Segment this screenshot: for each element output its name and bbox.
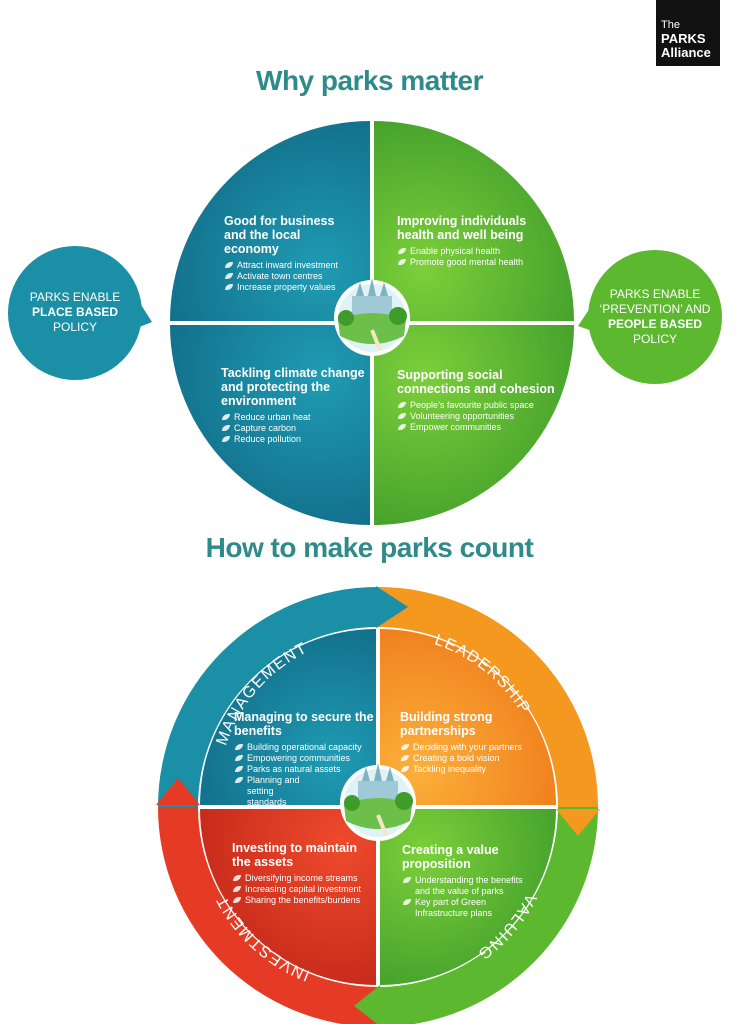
top-heading: Why parks matter xyxy=(256,65,483,96)
quadrant-title: Supporting social connections and cohesi… xyxy=(397,368,555,396)
list-item: Understanding the benefits and the value… xyxy=(402,875,530,897)
list-item: People’s favourite public space xyxy=(397,400,557,411)
quadrant-partnerships xyxy=(380,629,556,805)
list-item: Promote good mental health xyxy=(397,257,532,268)
list-item: Tackling inequality xyxy=(400,764,540,775)
top-quadrant-business: Good for business and the local economy … xyxy=(224,214,354,293)
list-item: Enable physical health xyxy=(397,246,532,257)
left-bubble-line-2: PLACE BASED xyxy=(31,305,118,319)
list-item: Empower communities xyxy=(397,422,557,433)
right-bubble-line-1: PARKS ENABLE xyxy=(609,287,701,301)
left-bubble-line-1: PARKS ENABLE xyxy=(29,290,121,304)
arrow-head-valuing xyxy=(354,985,380,1024)
list-item: Parks as natural assets xyxy=(234,764,374,775)
quadrant-health xyxy=(374,121,574,321)
list-item: Reduce urban heat xyxy=(221,412,366,423)
logo-line-1: The xyxy=(661,19,680,31)
list-item: Activate town centres xyxy=(224,271,354,282)
list-item: Reduce pollution xyxy=(221,434,366,445)
top-quadrant-health: Improving individuals health and well be… xyxy=(397,214,532,268)
arrow-head-leadership xyxy=(556,809,600,836)
quadrant-climate xyxy=(170,325,370,525)
left-bubble-text: PARKS ENABLE PLACE BASED POLICY xyxy=(20,290,130,335)
right-bubble-text: PARKS ENABLE ‘PREVENTION’ AND PEOPLE BAS… xyxy=(597,287,713,347)
bottom-quadrant-investing: Investing to maintain the assets Diversi… xyxy=(232,841,372,906)
top-quadrant-social: Supporting social connections and cohesi… xyxy=(397,368,557,433)
quadrant-managing xyxy=(200,629,376,805)
parks-alliance-logo: The PARKS Alliance xyxy=(656,0,720,66)
right-speech-bubble xyxy=(578,250,722,384)
bottom-quadrant-value: Creating a value proposition Understandi… xyxy=(402,843,534,919)
list-item: Volunteering opportunities xyxy=(397,411,557,422)
park-illustration-icon xyxy=(334,278,410,356)
arrow-head-investment xyxy=(156,778,200,805)
list-item: Diversifying income streams xyxy=(232,873,372,884)
left-bubble-line-3: POLICY xyxy=(52,320,97,334)
quadrant-title: Building strong partnerships xyxy=(400,710,493,738)
logo-line-2: PARKS xyxy=(661,31,706,46)
right-bubble-line-3: PEOPLE BASED xyxy=(607,317,703,331)
top-circle xyxy=(170,121,574,525)
left-speech-bubble xyxy=(8,246,152,380)
list-item: Increasing capital investment xyxy=(232,884,372,895)
list-item: Empowering communities xyxy=(234,753,374,764)
top-quadrant-climate: Tackling climate change and protecting t… xyxy=(221,366,366,445)
quadrant-investing xyxy=(200,809,376,985)
list-item: Key part of Green Infrastructure plans xyxy=(402,897,510,919)
bottom-circle xyxy=(156,586,600,1024)
logo-line-3: Alliance xyxy=(661,45,711,60)
quadrant-title: Improving individuals health and well be… xyxy=(397,214,527,242)
bottom-quadrant-partnerships: Building strong partnerships Deciding wi… xyxy=(400,710,540,775)
investment-ring xyxy=(158,807,378,1024)
list-item: Building operational capacity xyxy=(234,742,374,753)
bottom-quadrant-managing: Managing to secure the benefits Building… xyxy=(234,710,374,808)
list-item: Capture carbon xyxy=(221,423,366,434)
quadrant-business xyxy=(170,121,370,321)
arrow-head-management xyxy=(376,586,408,628)
quadrant-title: Tackling climate change and protecting t… xyxy=(221,366,365,408)
quadrant-title: Managing to secure the benefits xyxy=(234,710,374,738)
quadrant-title: Creating a value proposition xyxy=(402,843,499,871)
right-bubble-line-4: POLICY xyxy=(632,332,677,346)
quadrant-value xyxy=(380,809,556,985)
list-item: Deciding with your partners xyxy=(400,742,540,753)
bottom-heading: How to make parks count xyxy=(205,532,534,563)
quadrant-social xyxy=(374,325,574,525)
list-item: Planning and setting standards xyxy=(234,775,315,808)
quadrant-title: Investing to maintain the assets xyxy=(232,841,358,869)
list-item: Increase property values xyxy=(224,282,354,293)
list-item: Attract inward investment xyxy=(224,260,354,271)
right-bubble-line-2: ‘PREVENTION’ AND xyxy=(599,302,711,316)
list-item: Creating a bold vision xyxy=(400,753,540,764)
quadrant-title: Good for business and the local economy xyxy=(224,214,335,256)
park-illustration-icon-bottom xyxy=(340,763,416,841)
list-item: Sharing the benefits/burdens xyxy=(232,895,372,906)
